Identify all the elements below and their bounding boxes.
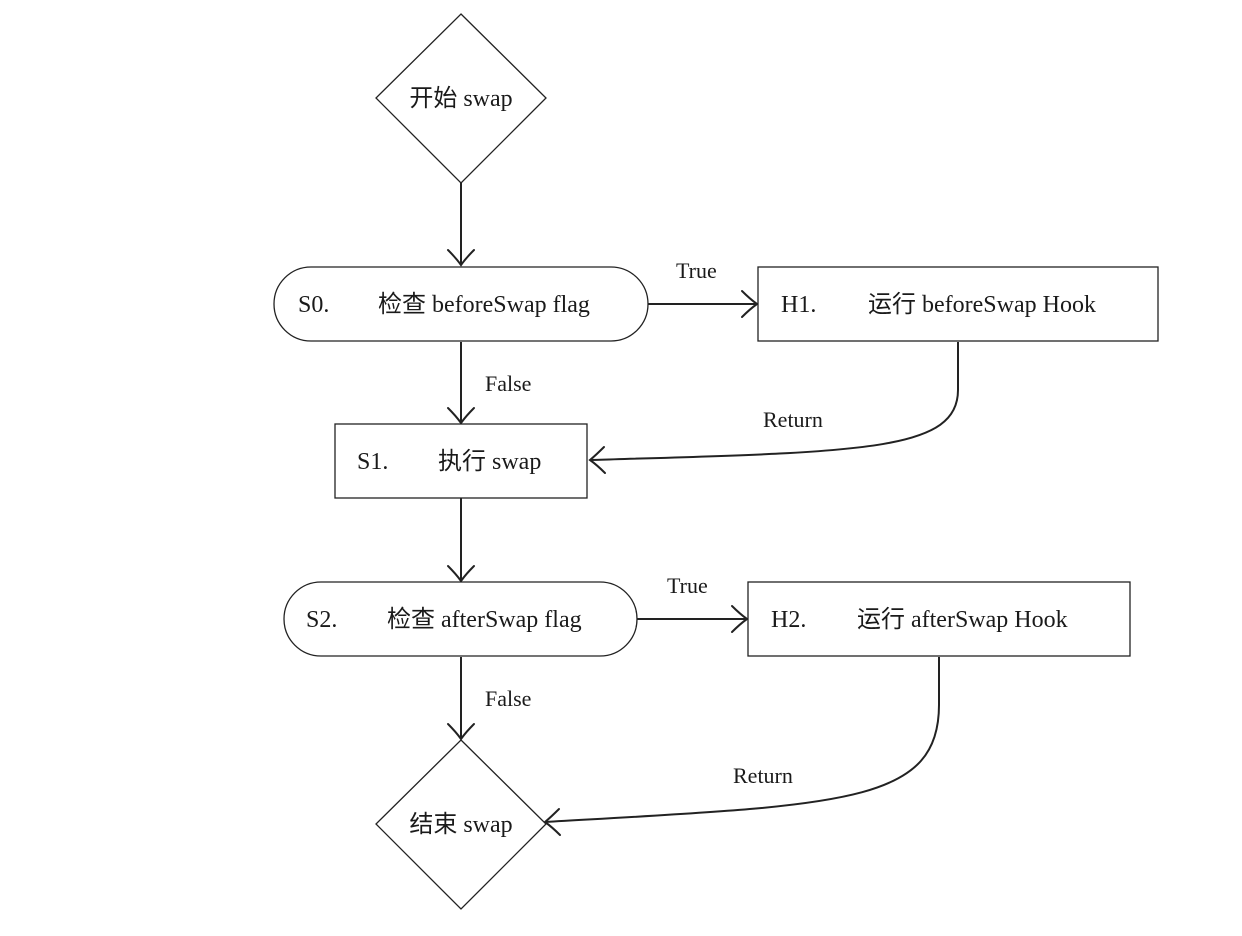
s1-label: 执行 swap: [438, 448, 541, 475]
s2-id: S2.: [306, 607, 337, 633]
arrowhead-s2-to-h2: [731, 605, 749, 633]
edge-h2-to-end: [544, 657, 940, 823]
arrowhead-s0-to-h1: [741, 290, 759, 318]
h1-id: H1.: [781, 292, 816, 318]
edges: [447, 183, 959, 836]
label-h2-end-return: Return: [733, 763, 793, 788]
s1-node: S1. 执行 swap: [334, 423, 588, 499]
label-h1-s1-return: Return: [763, 407, 823, 432]
h1-label: 运行 beforeSwap Hook: [868, 291, 1096, 318]
nodes: 开始 swap S0. 检查 beforeSwap flag H1. 运行 be…: [273, 13, 1159, 910]
s0-label: 检查 beforeSwap flag: [378, 291, 590, 318]
start-node: 开始 swap: [375, 13, 547, 184]
end-node: 结束 swap: [375, 739, 547, 910]
arrowhead-start-to-s0: [447, 249, 475, 267]
s0-node: S0. 检查 beforeSwap flag: [273, 266, 649, 342]
h2-label: 运行 afterSwap Hook: [857, 606, 1068, 633]
h2-node: H2. 运行 afterSwap Hook: [747, 581, 1131, 657]
s2-label: 检查 afterSwap flag: [387, 606, 582, 633]
h2-id: H2.: [771, 607, 806, 633]
edge-labels: True False Return True False Return: [485, 258, 823, 788]
label-s0-h1-true: True: [676, 258, 717, 283]
arrowhead-s0-to-s1: [447, 407, 475, 425]
label-s2-h2-true: True: [667, 573, 708, 598]
edge-h1-to-s1: [589, 342, 959, 461]
arrowhead-h1-to-s1: [588, 446, 606, 474]
s1-id: S1.: [357, 449, 388, 475]
s0-id: S0.: [298, 292, 329, 318]
arrowhead-s2-to-end: [447, 723, 475, 741]
start-label: 开始 swap: [409, 85, 512, 112]
h1-node: H1. 运行 beforeSwap Hook: [757, 266, 1159, 342]
arrowhead-s1-to-s2: [447, 565, 475, 583]
label-s0-s1-false: False: [485, 371, 531, 396]
label-s2-end-false: False: [485, 686, 531, 711]
end-label: 结束 swap: [409, 811, 512, 838]
s2-node: S2. 检查 afterSwap flag: [283, 581, 638, 657]
arrowhead-h2-to-end: [543, 808, 561, 836]
